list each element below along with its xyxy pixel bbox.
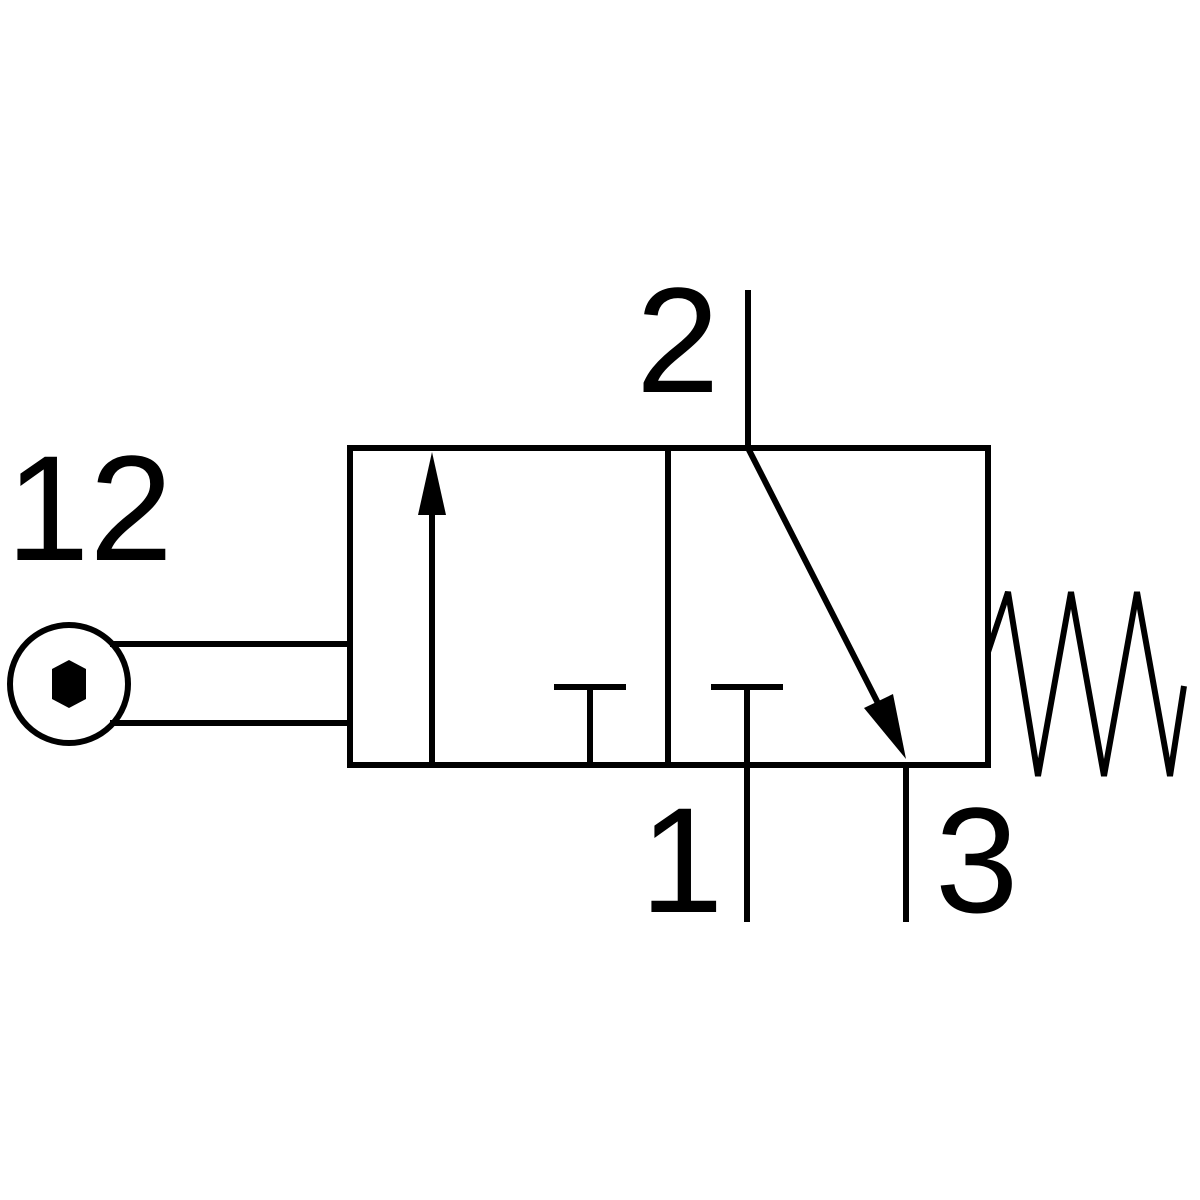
roller-actuator (7, 622, 350, 746)
valve-body (347, 445, 991, 768)
roller-icon (7, 622, 131, 746)
spring-icon (985, 591, 1187, 777)
roller-axle-hex-icon (52, 660, 86, 708)
port-label-1: 1 (640, 776, 723, 944)
position-left (418, 452, 626, 765)
port-label-12: 12 (6, 424, 173, 592)
arrow-icon (864, 694, 906, 759)
port-label-3: 3 (935, 776, 1018, 944)
position-right (711, 446, 906, 765)
flow-line-right (745, 446, 887, 717)
arrow-icon (418, 452, 446, 515)
port-label-2: 2 (636, 256, 719, 424)
